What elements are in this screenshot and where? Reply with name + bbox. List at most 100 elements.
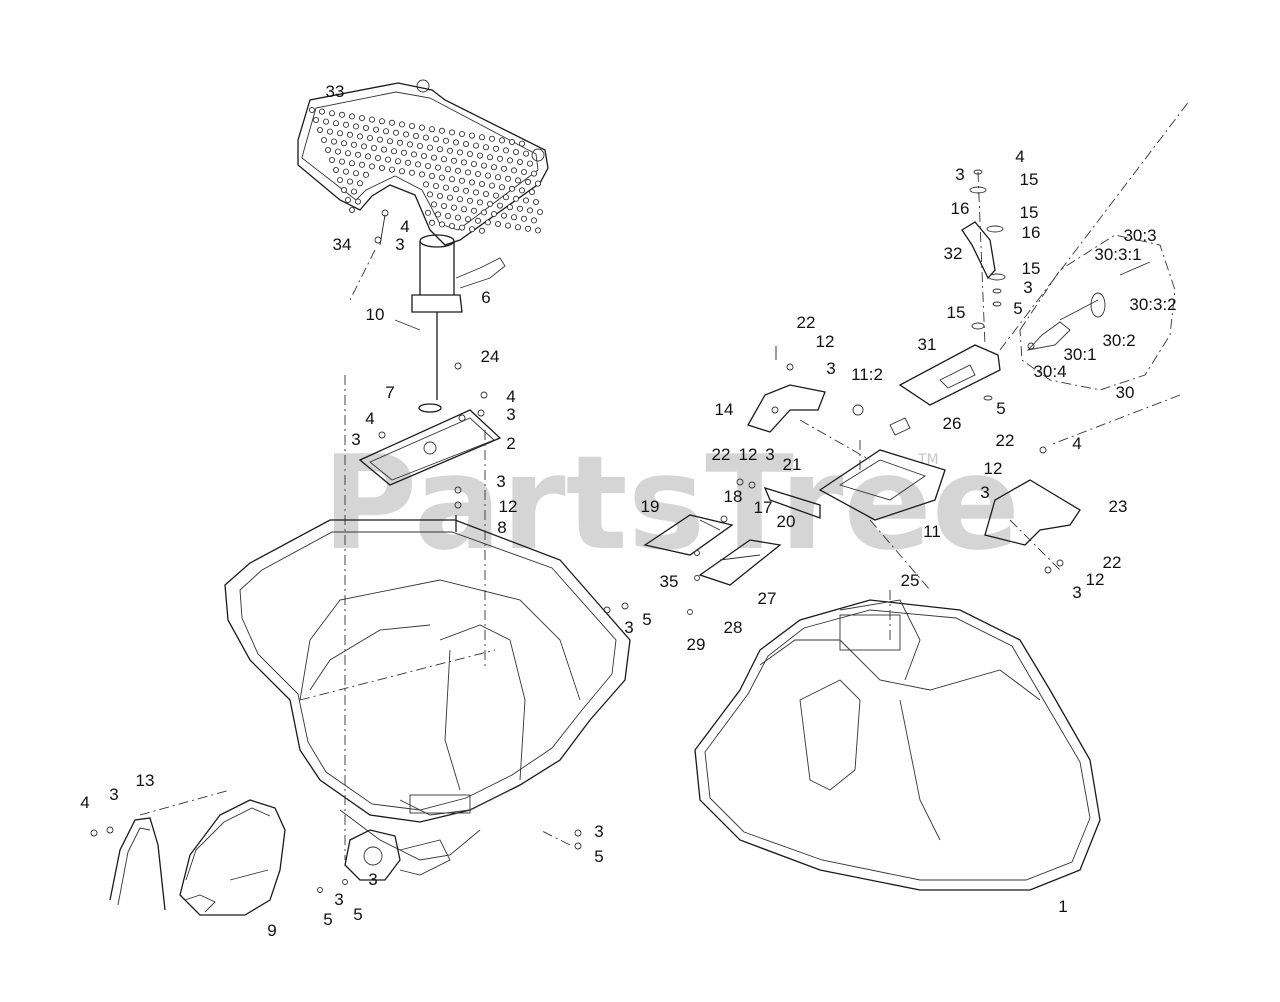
- perforation-hole: [400, 149, 407, 156]
- perforation-hole: [502, 194, 509, 201]
- perforation-hole: [527, 207, 534, 214]
- callout-label: 30:3:1: [1094, 245, 1141, 264]
- perforation-hole: [388, 119, 395, 126]
- perforation-hole: [358, 115, 365, 122]
- perforation-hole: [464, 169, 471, 176]
- perforation-hole: [448, 176, 455, 183]
- perforation-hole: [466, 197, 473, 204]
- perforation-hole: [384, 156, 391, 163]
- bracket-23: [984, 446, 1081, 574]
- perforation-hole: [472, 189, 479, 196]
- callout-label: 28: [724, 618, 743, 637]
- perforation-hole: [356, 180, 363, 187]
- perforation-hole: [330, 138, 337, 145]
- perforation-hole: [521, 215, 528, 222]
- perforation-hole: [344, 196, 351, 203]
- perforation-hole: [332, 166, 339, 173]
- perforation-hole: [380, 146, 387, 153]
- callout-label: 24: [481, 347, 500, 366]
- perforation-hole: [390, 148, 397, 155]
- perforation-hole: [508, 185, 515, 192]
- perforation-hole: [334, 148, 341, 155]
- callout-label: 15: [1020, 170, 1039, 189]
- callout-label: 31: [918, 335, 937, 354]
- callout-label: 27: [758, 589, 777, 608]
- perforation-hole: [418, 171, 425, 178]
- perforation-hole: [430, 154, 437, 161]
- callout-label: 3: [955, 165, 964, 184]
- perforation-hole: [308, 107, 315, 114]
- perforation-hole: [492, 192, 499, 199]
- callout-label: 3: [1072, 583, 1081, 602]
- perforation-hole: [492, 145, 499, 152]
- bracket-13: [90, 789, 231, 911]
- callout-label: 5: [642, 610, 651, 629]
- callout-label: 4: [1072, 434, 1081, 453]
- perforation-hole: [494, 174, 501, 181]
- callout-label: 11: [923, 522, 941, 541]
- assembly-30: [999, 99, 1191, 446]
- perforation-hole: [428, 172, 435, 179]
- perforation-hole: [500, 212, 507, 219]
- perforation-hole: [386, 138, 393, 145]
- plate-19: [643, 514, 734, 556]
- perforation-hole: [504, 175, 511, 182]
- perforation-hole: [519, 140, 526, 147]
- perforation-hole: [525, 178, 532, 185]
- perforation-hole: [533, 198, 540, 205]
- perforation-hole: [348, 160, 355, 167]
- perforation-hole: [436, 146, 443, 153]
- callout-label: 13: [136, 771, 155, 790]
- callout-label: 19: [641, 497, 660, 516]
- perforation-hole: [352, 170, 359, 177]
- perforation-hole: [490, 210, 497, 217]
- perforation-hole: [438, 221, 445, 228]
- perforation-hole: [426, 191, 433, 198]
- perforation-hole: [480, 162, 487, 169]
- perforation-hole: [452, 139, 459, 146]
- callout-label: 12: [1086, 570, 1105, 589]
- perforation-hole: [316, 127, 323, 134]
- perforation-hole: [468, 179, 475, 186]
- perforation-hole: [422, 134, 429, 141]
- perforation-hole: [486, 200, 493, 207]
- perforation-hole: [312, 117, 319, 124]
- perforation-hole: [348, 206, 355, 213]
- perforation-hole: [378, 164, 385, 171]
- perforation-hole: [398, 121, 405, 128]
- perforation-hole: [444, 166, 451, 173]
- perforation-hole: [456, 149, 463, 156]
- callout-label: 2: [506, 434, 515, 453]
- perforation-hole: [452, 186, 459, 193]
- perforation-hole: [410, 151, 417, 158]
- perforation-hole: [422, 181, 429, 188]
- callout-label: 33: [326, 82, 345, 101]
- callout-label: 5: [1013, 299, 1022, 318]
- perforation-hole: [440, 202, 447, 209]
- perforation-hole: [478, 134, 485, 141]
- perforation-hole: [440, 156, 447, 163]
- perforation-hole: [354, 151, 361, 158]
- perforation-hole: [488, 135, 495, 142]
- perforation-hole: [424, 209, 431, 216]
- callout-label: 4: [365, 409, 374, 428]
- perforation-hole: [460, 206, 467, 213]
- perforation-hole: [480, 209, 487, 216]
- perforation-hole: [418, 124, 425, 131]
- callout-label: 34: [333, 235, 352, 254]
- perforation-hole: [450, 204, 457, 211]
- perforation-hole: [510, 167, 517, 174]
- perforation-hole: [368, 163, 375, 170]
- callout-label: 32: [944, 244, 963, 263]
- callout-label: 22: [996, 431, 1015, 450]
- perforation-hole: [336, 130, 343, 137]
- watermark-text: PartsTree: [322, 427, 1020, 579]
- perforation-hole: [448, 129, 455, 136]
- perforation-hole: [468, 226, 475, 233]
- perforation-hole: [430, 201, 437, 208]
- callout-label: 3: [351, 430, 360, 449]
- perforation-hole: [318, 108, 325, 115]
- perforation-hole: [434, 211, 441, 218]
